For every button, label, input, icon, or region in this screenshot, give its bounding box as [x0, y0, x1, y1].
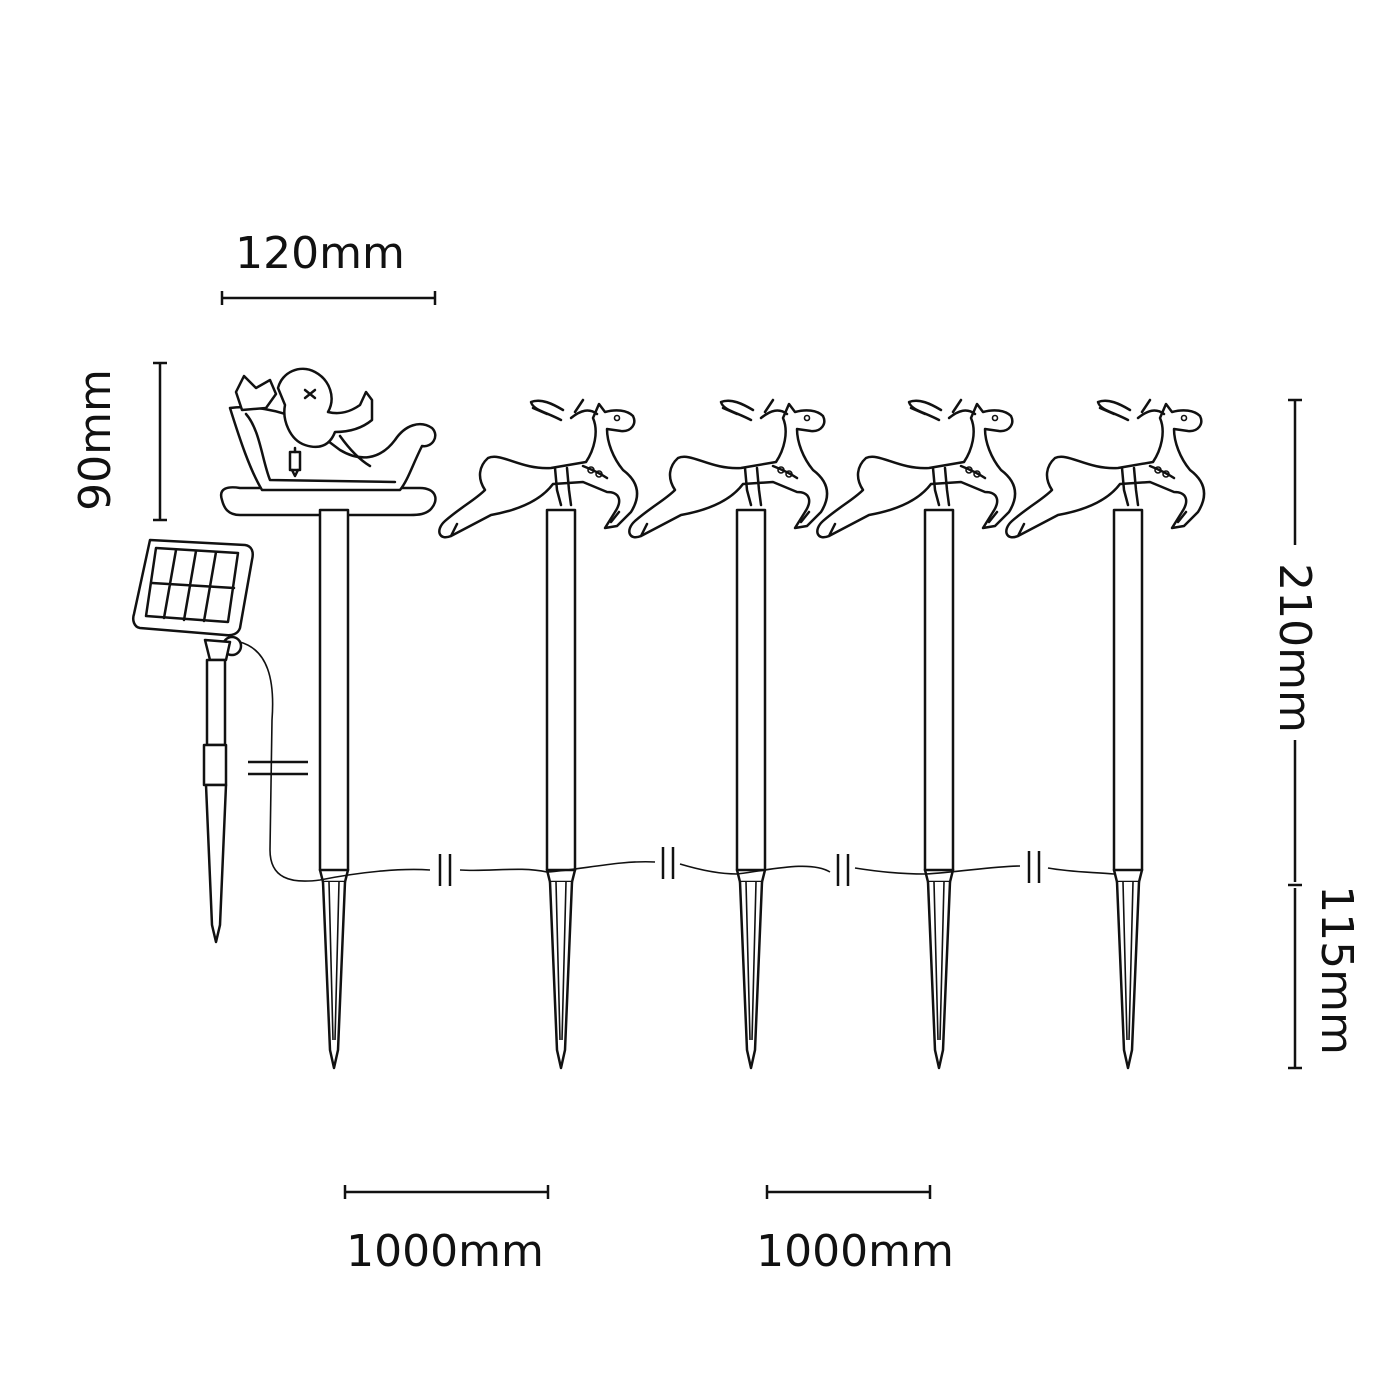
dimension-spacing-1: 1000mm — [343, 1185, 550, 1277]
cable-break-mark — [248, 760, 308, 776]
cable — [239, 641, 1115, 882]
reindeer-stake-3 — [816, 398, 1017, 1070]
solar-panel — [132, 538, 254, 944]
reindeer-stake-4 — [1005, 398, 1206, 1070]
sleigh-width-label: 120mm — [235, 228, 405, 279]
reindeer-stake-2 — [628, 398, 829, 1070]
spacing-2-label: 1000mm — [756, 1226, 954, 1277]
sleigh-stake — [318, 508, 350, 1070]
sleigh-height-label: 90mm — [70, 369, 121, 511]
dimension-spike-height: 115mm — [1288, 883, 1362, 1070]
santa-sleigh-figure — [219, 367, 437, 517]
spike-height-label: 115mm — [1311, 885, 1362, 1055]
dimension-sleigh-height: 90mm — [70, 361, 167, 522]
dimension-spacing-2: 1000mm — [756, 1185, 954, 1277]
dimension-sleigh-width: 120mm — [220, 228, 437, 305]
reindeer-stake-1 — [438, 398, 639, 1070]
spacing-1-label: 1000mm — [346, 1226, 544, 1277]
dimension-stake-height: 210mm — [1269, 398, 1320, 882]
stake-height-label: 210mm — [1269, 563, 1320, 733]
